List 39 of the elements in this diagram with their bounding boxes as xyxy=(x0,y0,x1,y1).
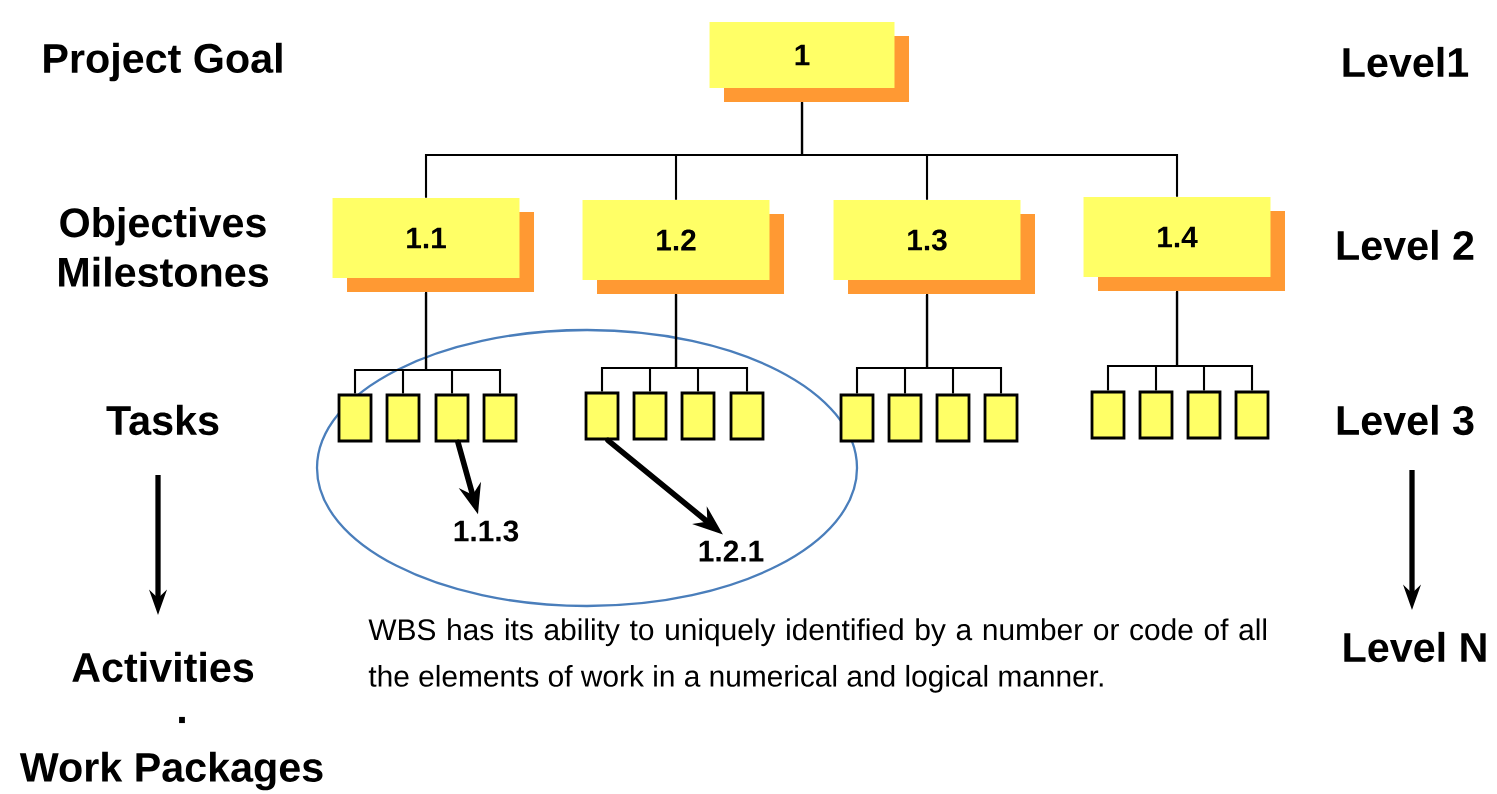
task-box xyxy=(1186,390,1222,440)
level-label: Level1 xyxy=(1343,46,1469,78)
task-box xyxy=(434,393,470,443)
wbs-box: 1 xyxy=(709,22,909,102)
task-box xyxy=(632,391,668,441)
task-box xyxy=(1234,390,1270,440)
code-label: 1.1.3 xyxy=(454,520,519,542)
connector-line xyxy=(424,292,502,394)
wbs-box: 1.4 xyxy=(1083,197,1285,291)
task-box xyxy=(1138,390,1174,440)
separator-dot: . xyxy=(179,716,185,724)
task-box xyxy=(385,393,421,443)
connector-line xyxy=(800,102,1179,197)
connector-line xyxy=(1175,291,1254,391)
wbs-box: 1.1 xyxy=(332,198,534,292)
level-label: Objectives Milestones xyxy=(59,207,268,287)
task-box xyxy=(1090,390,1126,440)
task-box xyxy=(839,393,875,443)
task-box xyxy=(935,393,971,443)
connector-line xyxy=(925,294,1003,394)
level-label: Activities xyxy=(72,651,254,683)
connector-line xyxy=(674,294,749,392)
level-label: Level N xyxy=(1344,631,1486,663)
level-label: Level 2 xyxy=(1337,229,1474,261)
code-label: 1.2.1 xyxy=(699,540,764,562)
task-box xyxy=(680,391,716,441)
level-label: Tasks xyxy=(106,404,219,436)
wbs-box: 1.2 xyxy=(582,200,784,294)
task-box xyxy=(584,391,620,441)
level-label: Level 3 xyxy=(1337,404,1474,436)
level-label: Project Goal xyxy=(44,42,282,82)
task-box xyxy=(983,393,1019,443)
level-label: Work Packages xyxy=(19,751,323,791)
task-box xyxy=(482,393,518,443)
task-box xyxy=(887,393,923,443)
task-box xyxy=(729,391,765,441)
task-box xyxy=(337,393,373,443)
description-text: WBS has its ability to uniquely identified by a number or code of all the elements of work in a numerical and logical manner. xyxy=(368,618,1266,693)
wbs-box: 1.3 xyxy=(833,200,1035,294)
